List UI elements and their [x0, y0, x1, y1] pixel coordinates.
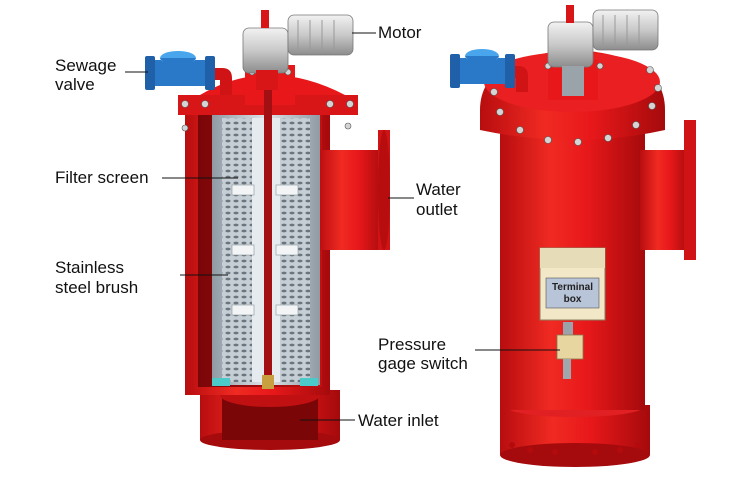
pressure-switch-label-line2: gage switch	[378, 354, 468, 373]
motor-label: Motor	[378, 23, 422, 42]
terminal-box-label-line1: Terminal	[552, 282, 593, 293]
sewage-valve-label-line1: Sewage	[55, 56, 117, 75]
stainless-brush-label-line1: Stainless	[55, 258, 124, 277]
pressure-switch-label-line1: Pressure	[378, 335, 447, 354]
cutaway-filter	[145, 10, 390, 450]
external-filter	[450, 5, 696, 467]
water-inlet-label: Water inlet	[358, 411, 439, 430]
stainless-brush-label-line2: steel brush	[55, 278, 139, 297]
filter-screen-label: Filter screen	[55, 168, 149, 187]
sewage-valve-label-line2: valve	[55, 75, 95, 94]
water-outlet-label-line1: Water	[416, 180, 461, 199]
water-outlet-label-line2: outlet	[416, 200, 458, 219]
terminal-box-label-line2: box	[563, 294, 582, 305]
leader-lines	[125, 32, 560, 421]
